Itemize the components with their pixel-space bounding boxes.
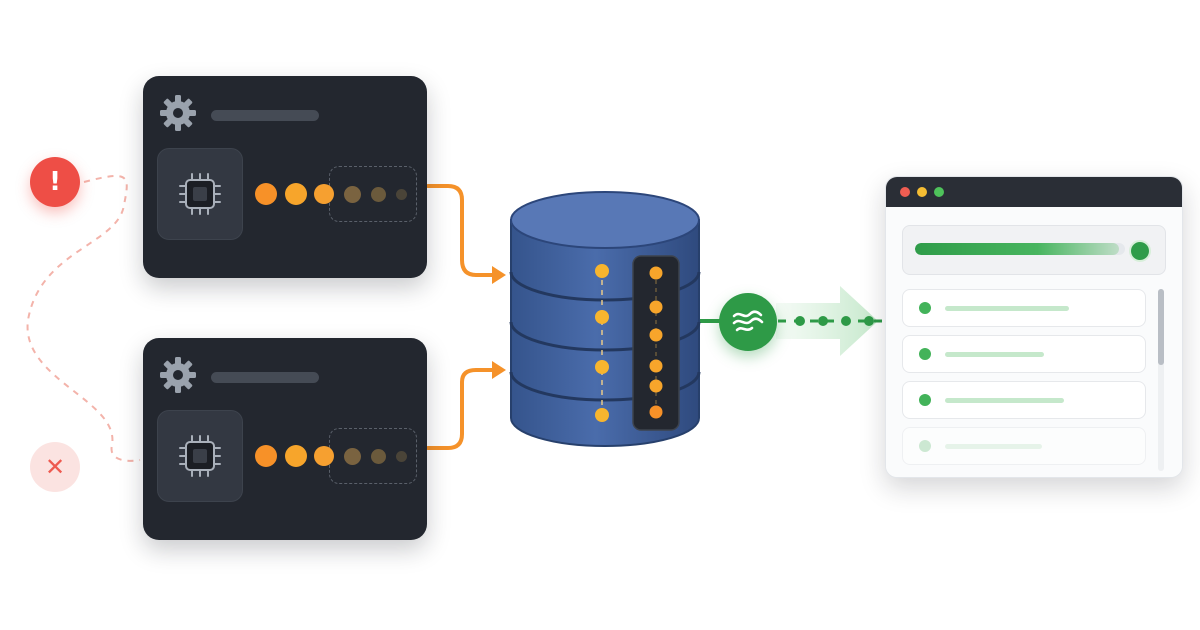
flow-dot <box>795 316 805 326</box>
worker-card-bottom[interactable] <box>143 338 427 540</box>
gear-icon[interactable] <box>157 92 199 134</box>
scrollbar-thumb[interactable] <box>1158 289 1164 365</box>
queue-dot-pending <box>396 189 407 200</box>
link-bottom-worker <box>426 368 496 450</box>
job-row[interactable] <box>902 289 1146 327</box>
worker-queue <box>253 166 423 222</box>
alert-badge[interactable]: ! <box>30 157 80 207</box>
queue-dot-active <box>285 183 307 205</box>
queue-dot-pending <box>344 186 361 203</box>
link-top-arrowhead <box>492 266 506 284</box>
job-label-placeholder <box>945 444 1042 449</box>
job-row[interactable] <box>902 381 1146 419</box>
exclamation-icon: ! <box>49 167 61 197</box>
job-row[interactable] <box>902 427 1146 465</box>
progress-fill <box>915 243 1119 255</box>
cpu-chip-icon <box>179 435 221 477</box>
shard-marker <box>595 408 609 422</box>
progress-indicator <box>1129 240 1151 262</box>
worker-title-placeholder <box>211 110 319 121</box>
shard-marker <box>595 310 609 324</box>
worker-card-top[interactable] <box>143 76 427 278</box>
queue-dot-pending <box>371 449 386 464</box>
database-icon[interactable] <box>505 188 705 450</box>
shard-marker <box>595 264 609 278</box>
job-label-placeholder <box>945 352 1044 357</box>
job-status-dot <box>919 302 931 314</box>
queue-dot-pending <box>344 448 361 465</box>
job-status-dot <box>919 440 931 452</box>
window-content <box>886 207 1182 477</box>
scheduler-node[interactable] <box>719 293 777 351</box>
flow-dot <box>818 316 828 326</box>
shard-marker <box>595 360 609 374</box>
maximize-window-button[interactable] <box>934 187 944 197</box>
worker-title-placeholder <box>211 372 319 383</box>
link-bottom-arrowhead <box>492 361 506 379</box>
minimize-window-button[interactable] <box>917 187 927 197</box>
job-row[interactable] <box>902 335 1146 373</box>
queue-dot-pending <box>371 187 386 202</box>
window-titlebar <box>886 177 1182 207</box>
queue-dot-active <box>255 445 277 467</box>
flow-dot <box>864 316 874 326</box>
db-queue-slot <box>649 359 663 373</box>
db-queue-slot <box>649 379 663 393</box>
cpu-tile <box>157 148 243 240</box>
gear-icon[interactable] <box>157 354 199 396</box>
close-window-button[interactable] <box>900 187 910 197</box>
db-queue-slot <box>649 405 663 419</box>
failed-badge[interactable]: ✕ <box>30 442 80 492</box>
progress-panel <box>902 225 1166 275</box>
job-label-placeholder <box>945 306 1069 311</box>
job-list <box>902 289 1146 473</box>
cpu-tile <box>157 410 243 502</box>
db-queue-slot <box>649 266 663 280</box>
cpu-chip-icon <box>179 173 221 215</box>
job-list-scrollbar[interactable] <box>1158 289 1164 471</box>
job-label-placeholder <box>945 398 1064 403</box>
wind-flow-icon <box>732 310 764 332</box>
link-top-worker <box>426 184 496 277</box>
progress-bar <box>915 243 1125 255</box>
queue-dot-pending <box>396 451 407 462</box>
db-queue-slot <box>649 328 663 342</box>
dashboard-window <box>885 176 1183 478</box>
job-status-dot <box>919 394 931 406</box>
flow-dot <box>841 316 851 326</box>
queue-dot-active <box>255 183 277 205</box>
worker-queue <box>253 428 423 484</box>
queue-dot-active <box>314 184 334 204</box>
queue-dot-active <box>314 446 334 466</box>
retry-path <box>26 175 141 462</box>
job-status-dot <box>919 348 931 360</box>
queue-dot-active <box>285 445 307 467</box>
db-queue-slot <box>649 300 663 314</box>
x-icon: ✕ <box>44 453 66 481</box>
db-queue-strip <box>632 255 680 431</box>
